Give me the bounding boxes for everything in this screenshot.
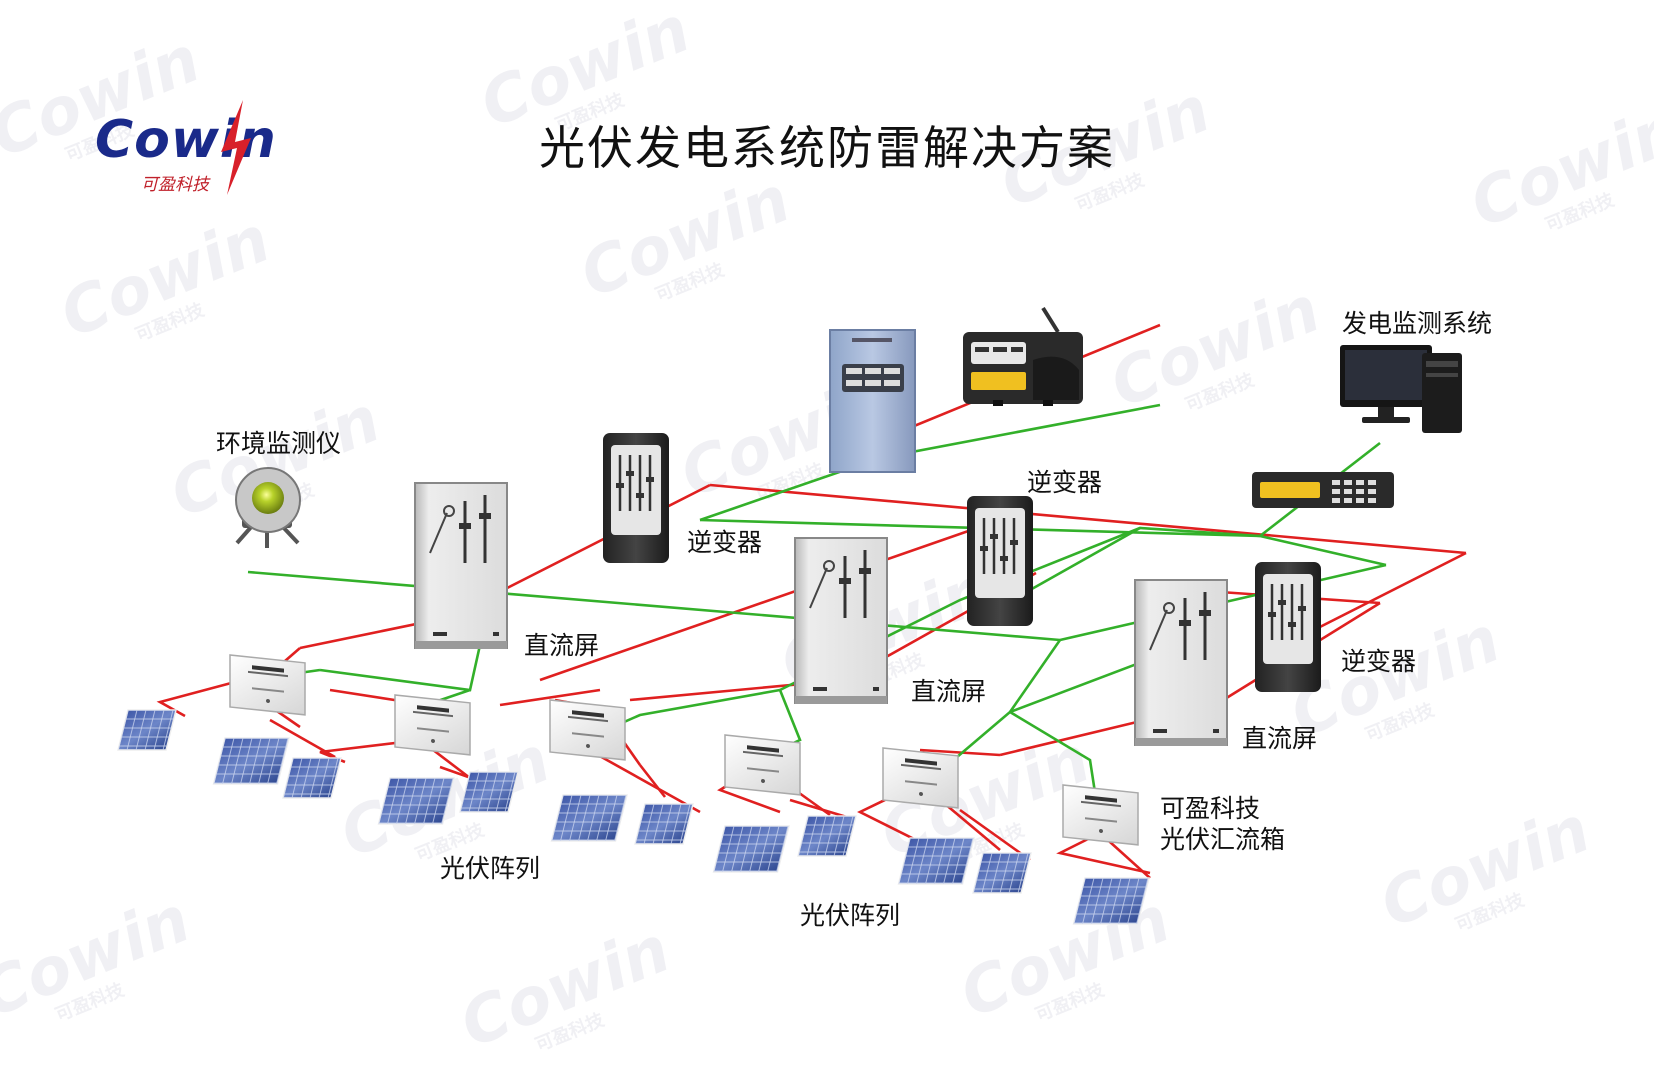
solar-panel	[1072, 877, 1150, 925]
solar-panel	[459, 771, 519, 813]
label-dc-screen-2: 直流屏	[911, 677, 987, 706]
solar-panel	[282, 757, 342, 799]
combiner-box	[882, 747, 959, 809]
solar-panel	[377, 777, 455, 825]
label-dc-screen-1: 直流屏	[524, 631, 600, 660]
label-inverter-2: 逆变器	[1027, 468, 1103, 497]
label-environment-monitor: 环境监测仪	[216, 429, 342, 458]
label-pv-array-2: 光伏阵列	[800, 901, 901, 930]
cowin-logo: Cowin 可盈科技	[95, 100, 305, 195]
solar-panel	[117, 709, 177, 751]
solar-panel	[712, 825, 790, 873]
label-combiner-name: 光伏汇流箱	[1160, 825, 1286, 855]
solar-panel	[972, 852, 1032, 894]
data-logger	[1252, 472, 1394, 508]
combiner-box	[394, 694, 471, 756]
inverter-3	[1255, 562, 1321, 692]
label-combiner-brand: 可盈科技	[1160, 794, 1261, 823]
inverter-2	[967, 496, 1033, 626]
label-dc-screen-3: 直流屏	[1242, 724, 1318, 753]
environment-monitor-device	[235, 467, 301, 548]
lightning-bolt-icon	[221, 100, 251, 195]
distribution-cabinet	[829, 329, 916, 473]
solar-panel	[212, 737, 290, 785]
logo-subtitle: 可盈科技	[141, 175, 209, 195]
solar-panels	[117, 709, 1150, 925]
dc-cabinet-3	[1134, 579, 1228, 746]
control-unit	[963, 306, 1083, 406]
label-monitoring-system: 发电监测系统	[1342, 309, 1493, 338]
label-inverter-3: 逆变器	[1341, 647, 1417, 676]
combiner-box	[229, 654, 306, 716]
dc-cabinet-1	[414, 482, 508, 649]
combiner-box	[549, 699, 626, 761]
combiner-box	[724, 734, 801, 796]
monitoring-computer	[1340, 345, 1462, 433]
inverter-1	[603, 433, 669, 563]
solar-panel	[550, 794, 628, 842]
combiner-box	[1062, 784, 1139, 846]
label-combiner-box: 可盈科技 光伏汇流箱	[1160, 793, 1285, 856]
page-title: 光伏发电系统防雷解决方案	[539, 121, 1115, 175]
label-inverter-1: 逆变器	[687, 528, 763, 557]
solar-panel	[797, 815, 857, 857]
solar-panel	[634, 803, 694, 845]
label-pv-array-1: 光伏阵列	[440, 854, 541, 883]
dc-cabinet-2	[794, 537, 888, 704]
solar-panel	[897, 837, 975, 885]
